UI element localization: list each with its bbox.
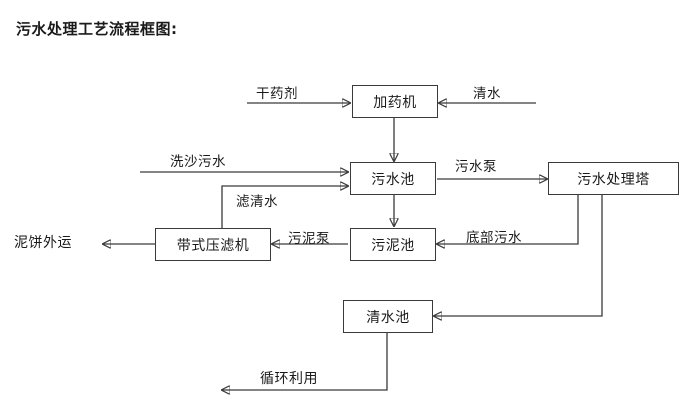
node-clean-water-pool[interactable]: 清水池 (343, 300, 433, 333)
wire-filtered-clear-water (221, 186, 348, 228)
page-title: 污水处理工艺流程框图: (16, 20, 178, 38)
edge-label-sand-wash-wastewater: 洗沙污水 (170, 154, 226, 170)
node-dosing-machine[interactable]: 加药机 (352, 85, 438, 118)
terminal-label-mud-cake-output: 泥饼外运 (14, 235, 72, 251)
edge-label-wastewater-pump: 污水泵 (455, 159, 497, 175)
edge-label-filtered-clear-water: 滤清水 (236, 194, 278, 210)
edge-label-sludge-pump: 污泥泵 (288, 231, 330, 247)
node-treatment-tower[interactable]: 污水处理塔 (548, 162, 679, 195)
node-wastewater-pool[interactable]: 污水池 (350, 162, 436, 195)
terminal-label-recycle-reuse: 循环利用 (260, 371, 318, 387)
wire-tower-to-clean-water (434, 195, 603, 316)
edge-label-clean-water-in: 清水 (473, 86, 501, 102)
edge-label-dry-chemical: 干药剂 (256, 86, 298, 102)
wire-bottom-wastewater (437, 195, 579, 244)
node-belt-filter-press[interactable]: 带式压滤机 (155, 228, 271, 261)
edge-label-bottom-wastewater: 底部污水 (466, 230, 522, 246)
wire-recycle-reuse (222, 332, 388, 390)
node-sludge-pool[interactable]: 污泥池 (350, 228, 436, 261)
